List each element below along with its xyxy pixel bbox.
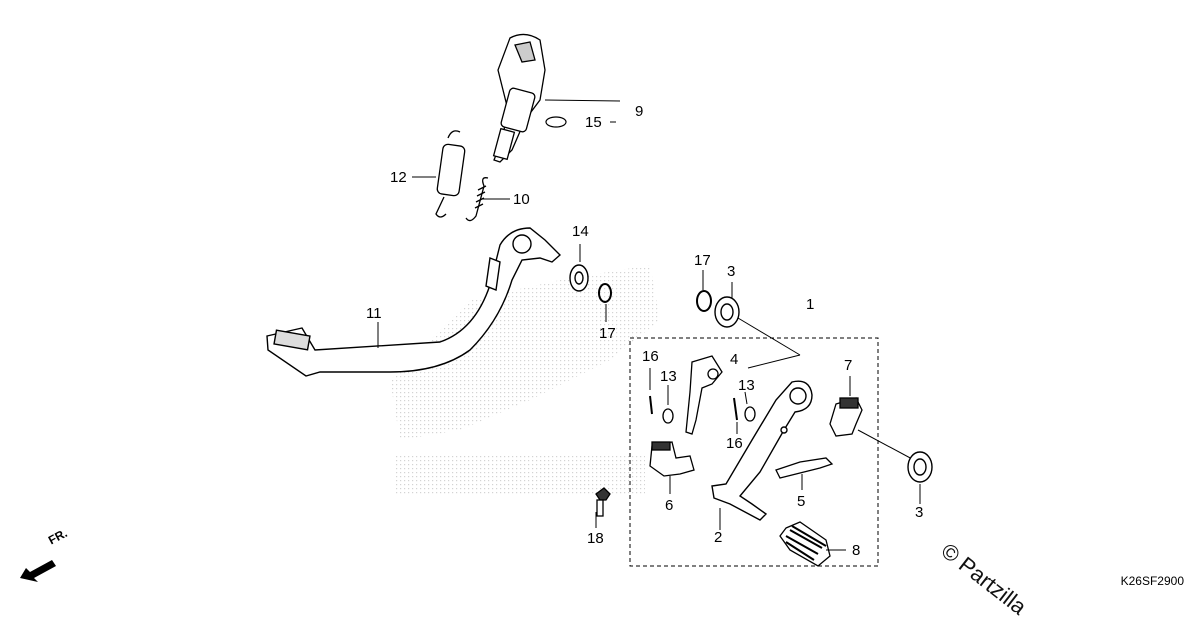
label-part-6: 6: [665, 497, 674, 514]
label-part-12: 12: [390, 169, 407, 186]
part-16-pin-left: [649, 395, 653, 415]
label-part-2: 2: [714, 529, 723, 546]
background-logo-watermark: [390, 265, 660, 495]
label-part-10: 10: [513, 191, 530, 208]
part-4-shift-arm: [685, 355, 723, 435]
label-part-3-lower: 3: [915, 504, 924, 521]
label-part-3-upper: 3: [727, 263, 736, 280]
part-10-spring: [465, 177, 489, 222]
part-12-return-spring: [435, 130, 466, 218]
part-15-clip: [545, 116, 567, 128]
label-part-17-left: 17: [599, 325, 616, 342]
part-5-rod: [775, 457, 834, 479]
part-9-master-cylinder: [492, 33, 546, 163]
part-14-washer: [569, 264, 589, 292]
label-part-13-left: 13: [660, 368, 677, 385]
part-6-joint: [649, 441, 695, 477]
label-part-7: 7: [844, 357, 853, 374]
part-18-bolt: [595, 487, 611, 517]
label-part-16-left: 16: [642, 348, 659, 365]
part-3-seal-upper: [714, 296, 740, 328]
diagram-code: K26SF2900: [1120, 574, 1184, 588]
label-part-5: 5: [797, 493, 806, 510]
part-8-pedal-rubber: [779, 521, 831, 567]
label-part-16-right: 16: [726, 435, 743, 452]
part-17-circlip-right: [696, 290, 712, 312]
front-direction-arrow: [20, 560, 56, 582]
part-11-brake-pedal: [266, 227, 562, 377]
label-part-17-right: 17: [694, 252, 711, 269]
label-part-14: 14: [572, 223, 589, 240]
label-part-18: 18: [587, 530, 604, 547]
label-part-9: 9: [635, 103, 644, 120]
part-17-circlip-left: [598, 283, 612, 303]
part-7-joint: [829, 397, 863, 437]
label-part-11: 11: [366, 305, 382, 322]
label-part-4: 4: [730, 351, 739, 368]
label-part-15: 15: [585, 114, 602, 131]
part-13-washer-right: [744, 406, 756, 422]
part-3-seal-lower: [907, 451, 933, 483]
part-13-washer-left: [662, 408, 674, 424]
label-part-8: 8: [852, 542, 861, 559]
parts-diagram: [20, 33, 933, 582]
label-part-13-right: 13: [738, 377, 755, 394]
part-16-pin-right: [733, 397, 738, 421]
label-part-1: 1: [806, 296, 815, 313]
part-2-shift-pedal: [711, 380, 813, 521]
